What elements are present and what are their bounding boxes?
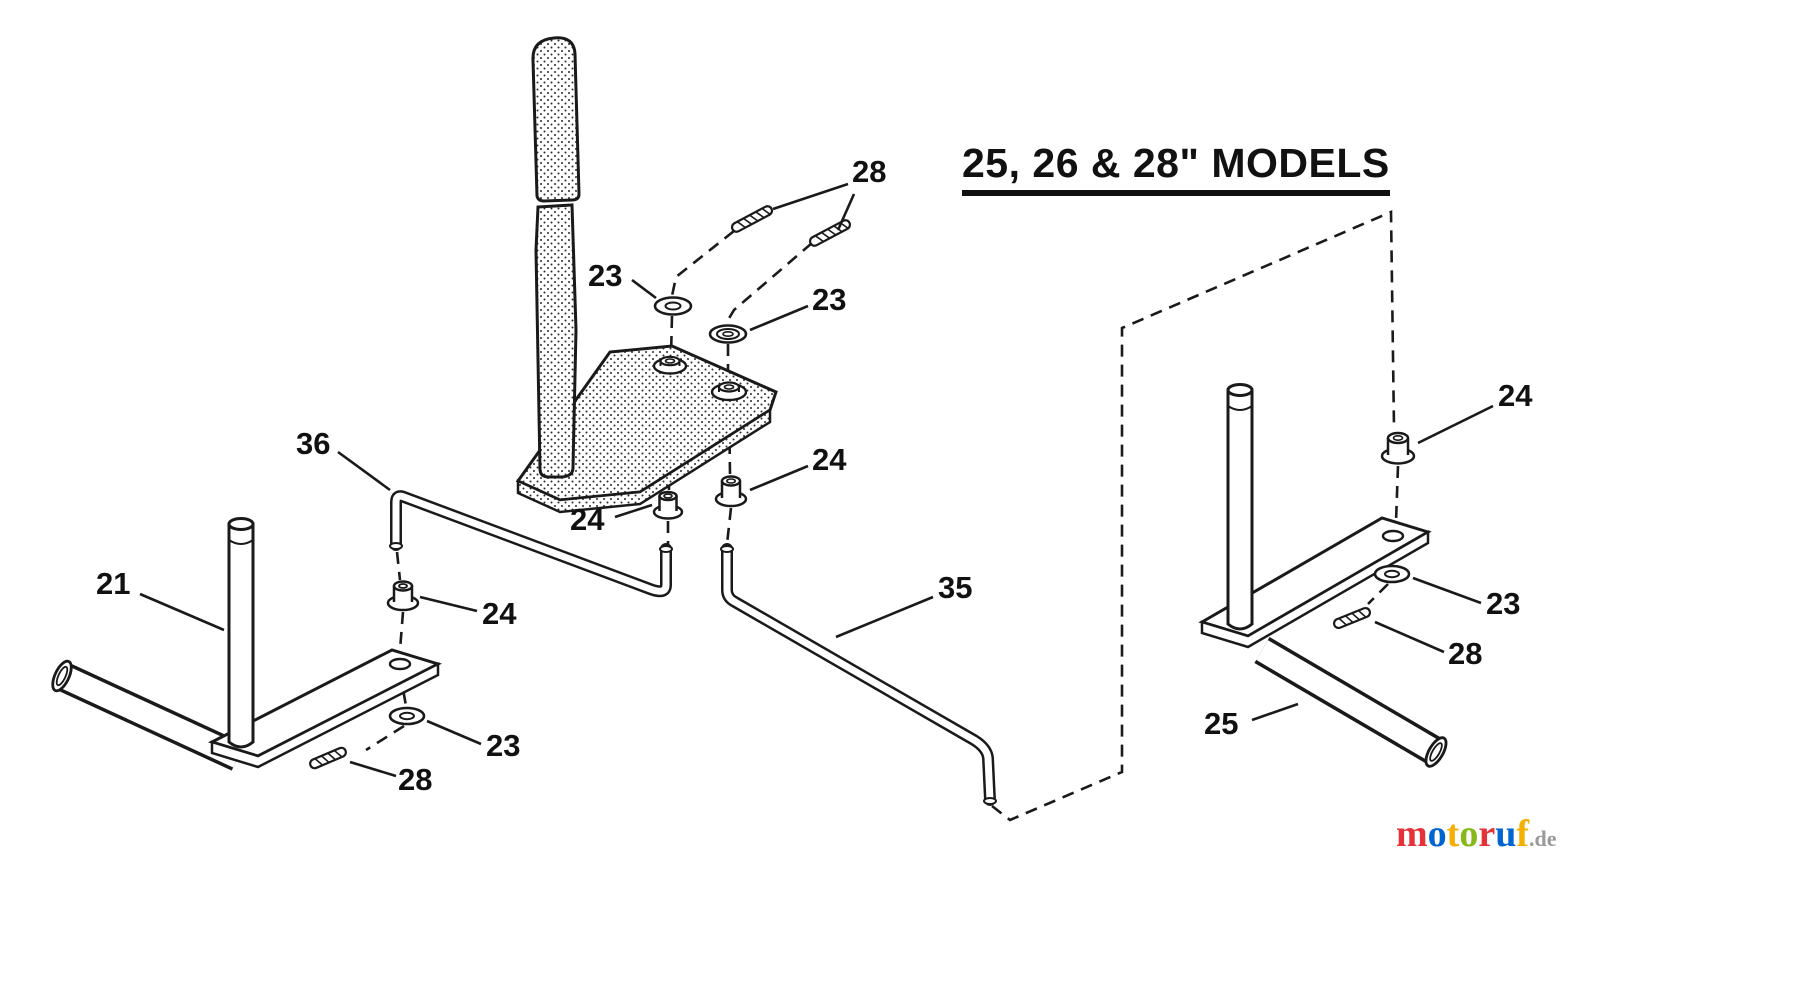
- left-plate-hole: [388, 657, 412, 671]
- washer-23-upper-right: [708, 324, 748, 344]
- watermark-motoruf: motoruf.de: [1396, 812, 1556, 856]
- watermark-letter: o: [1459, 813, 1479, 855]
- part-label-35: 35: [938, 570, 973, 605]
- bushing-24-center-left: [652, 490, 684, 520]
- right-plate-edge: [1200, 529, 1430, 649]
- part-label-23-left: 23: [486, 728, 521, 763]
- watermark-letter: r: [1478, 813, 1496, 855]
- top-pin-28-right: [808, 219, 852, 247]
- leader-lines: [139, 182, 1494, 778]
- watermark-letter: t: [1446, 813, 1460, 855]
- left-spindle-shaft: [227, 517, 255, 749]
- tie-rod-36: [389, 490, 673, 598]
- bracket-grommet-lower: [710, 381, 748, 402]
- part-label-21: 21: [96, 566, 131, 601]
- part-label-28-right: 28: [1448, 636, 1483, 671]
- watermark-letter: f: [1516, 813, 1529, 855]
- right-plate-hole: [1381, 529, 1405, 543]
- left-axle-assembly: [51, 517, 442, 771]
- part-label-24-right: 24: [1498, 378, 1533, 413]
- left-bushing-24: [386, 580, 420, 612]
- part-label-24-left: 24: [482, 596, 517, 631]
- watermark-suffix: .de: [1528, 826, 1557, 851]
- right-bushing-24: [1380, 431, 1416, 465]
- part-label-23-upper-right: 23: [812, 282, 847, 317]
- bracket-grommet-upper: [652, 355, 688, 375]
- pivot-bracket-plate: [515, 344, 778, 514]
- part-label-28-top: 28: [852, 154, 887, 189]
- watermark-letter: o: [1427, 813, 1447, 855]
- diagram-title: 25, 26 & 28" MODELS: [962, 140, 1390, 196]
- right-roll-pin-28: [1332, 606, 1372, 630]
- left-roll-pin-28: [309, 746, 347, 770]
- left-washer-23: [388, 706, 426, 726]
- bushing-24-center-right: [714, 475, 748, 508]
- part-label-24-center-left: 24: [570, 502, 605, 537]
- right-washer-23: [1373, 564, 1411, 584]
- top-pin-28-left: [730, 205, 774, 233]
- part-label-23-upper-left: 23: [588, 258, 623, 293]
- right-spindle-shaft: [1226, 383, 1254, 631]
- handle-lever: [531, 36, 581, 479]
- part-label-28-left: 28: [398, 762, 433, 797]
- tie-rod-35: [720, 543, 997, 806]
- washer-23-upper-left: [653, 296, 693, 316]
- watermark-letter: u: [1495, 813, 1517, 855]
- part-label-24-center-right: 24: [812, 442, 847, 477]
- part-label-23-right: 23: [1486, 586, 1521, 621]
- right-axle-assembly: [1198, 383, 1448, 768]
- left-plate-edge: [210, 661, 440, 769]
- part-label-25: 25: [1204, 706, 1239, 741]
- part-label-36: 36: [296, 426, 331, 461]
- assembly-dashed-lines: [365, 210, 1400, 822]
- watermark-letter: m: [1396, 813, 1428, 855]
